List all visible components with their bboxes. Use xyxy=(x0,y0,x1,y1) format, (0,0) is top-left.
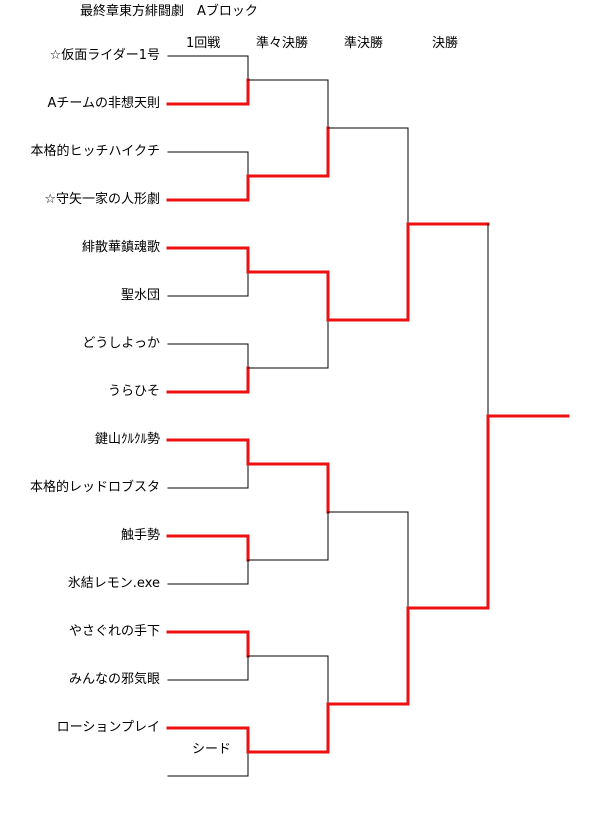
team-entry: ローションプレイ xyxy=(56,720,160,735)
team-entry: 鍵山ｸﾙｸﾙ勢 xyxy=(94,432,160,447)
team-entry: どうしよっか xyxy=(82,336,160,351)
round-header-2: 準々決勝 xyxy=(256,36,309,51)
team-entry: 本格的ヒッチハイクチ xyxy=(30,144,160,159)
round-header-3: 準決勝 xyxy=(344,36,384,51)
team-entry: やさぐれの手下 xyxy=(68,624,160,639)
round-header-4: 決勝 xyxy=(432,36,459,51)
team-entry: 緋散華鎮魂歌 xyxy=(81,240,160,255)
team-entry: みんなの邪気眼 xyxy=(68,672,160,687)
page-title: 最終章東方緋闘劇 Aブロック xyxy=(80,4,258,19)
team-entry: ☆仮面ライダー1号 xyxy=(49,48,160,63)
team-entry: 氷結レモン.exe xyxy=(67,576,160,591)
team-entry: 触手勢 xyxy=(120,528,160,543)
seed-label: シード xyxy=(192,742,232,757)
team-entry: うらひそ xyxy=(107,384,160,399)
team-entry: Aチームの非想天則 xyxy=(47,96,160,111)
team-entry: 本格的レッドロブスタ xyxy=(29,480,160,495)
team-entry: ☆守矢一家の人形劇 xyxy=(44,192,160,207)
round-header-1: 1回戦 xyxy=(186,36,221,51)
team-entry: 聖水団 xyxy=(120,288,160,303)
